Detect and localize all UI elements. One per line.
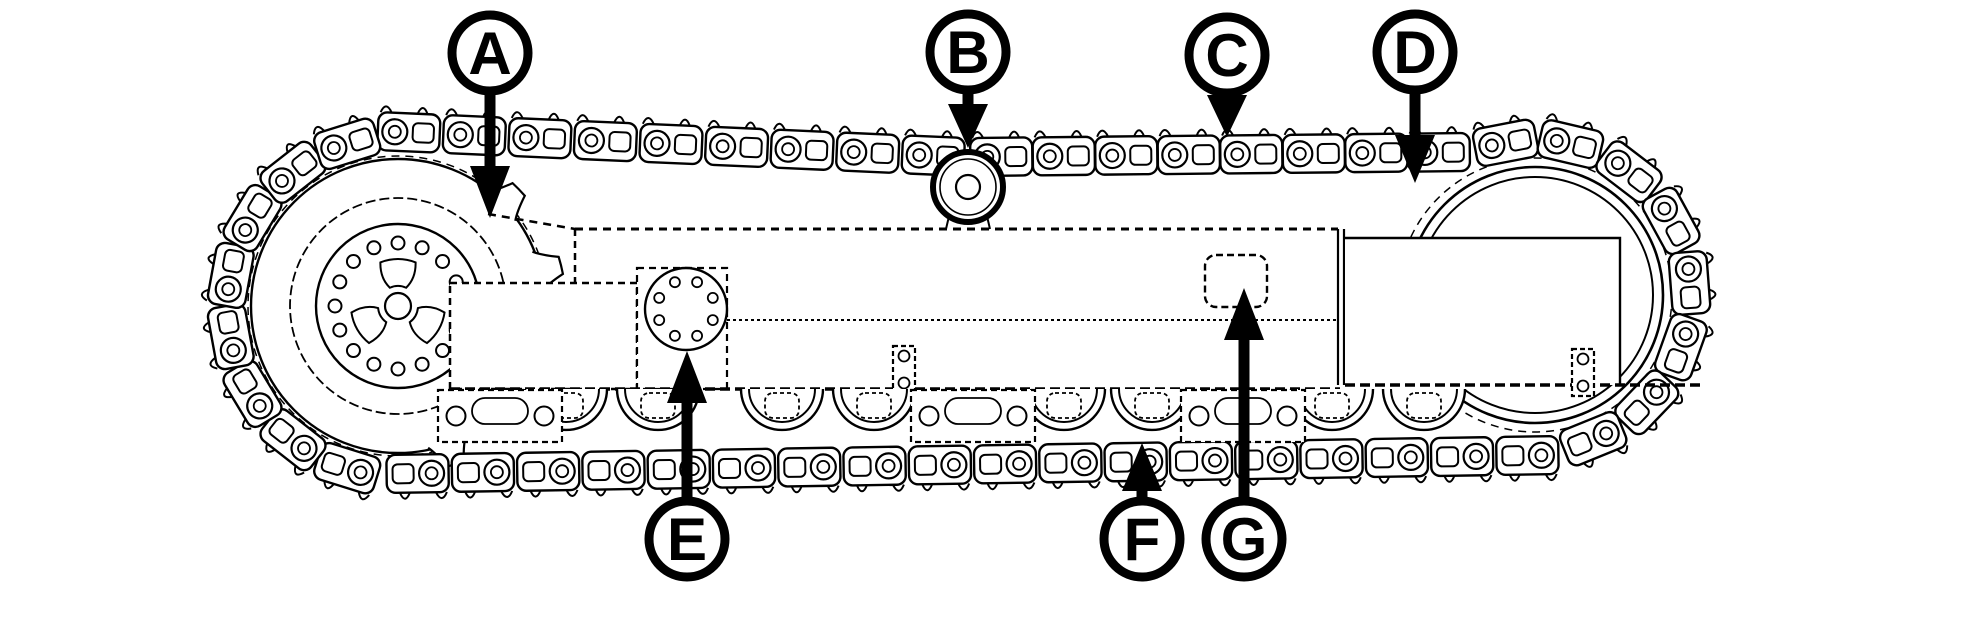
track-link — [1429, 435, 1495, 484]
callout-a: A — [447, 10, 533, 218]
sprocket-hub-cutout — [350, 305, 388, 345]
right-box-border — [1345, 236, 1622, 385]
track-link — [515, 450, 581, 499]
sprocket-bolt-hole — [366, 356, 382, 372]
callout-f: F — [1099, 443, 1185, 582]
sprocket-bolt-hole — [345, 343, 361, 359]
track-link — [842, 445, 908, 493]
track-link — [1031, 129, 1097, 177]
sprocket-hub-cutouts — [350, 258, 446, 345]
callout-e-circle — [644, 496, 730, 582]
frame-bracket — [891, 344, 917, 395]
hub-bolt-circle — [653, 276, 719, 342]
hub-bolt-hole — [669, 276, 681, 289]
track-link — [1093, 128, 1159, 176]
sprocket-bolt-hole — [332, 274, 348, 290]
track-link — [646, 448, 712, 496]
gearcase-box — [448, 281, 639, 391]
frame-divider — [1336, 229, 1346, 385]
roller-mounting-hub — [643, 266, 729, 352]
hub-bolt-hole — [691, 276, 703, 289]
track-link — [1364, 436, 1430, 485]
callout-f-arrow — [1122, 443, 1162, 506]
track-link — [1156, 128, 1222, 176]
track-link — [581, 449, 647, 497]
callout-a-circle — [447, 10, 533, 96]
callout-c-circle — [1184, 12, 1270, 98]
track-link — [1494, 434, 1560, 483]
hub-bolt-hole — [706, 314, 719, 326]
track-link — [776, 446, 842, 494]
track-link — [450, 451, 516, 500]
hub-bolt-hole — [653, 292, 666, 304]
roller-guard-plate — [909, 388, 1037, 444]
sprocket-bolt-hole — [414, 240, 430, 256]
track-link — [1343, 126, 1409, 174]
roller-guard-plate — [436, 388, 564, 444]
sprocket-hub-cutout — [408, 305, 446, 345]
callout-e: E — [644, 351, 730, 582]
track-link — [385, 452, 451, 501]
frame-bracket — [1570, 347, 1596, 398]
sprocket-bolt-hole — [390, 235, 406, 251]
carrier-roller — [930, 149, 1006, 230]
callout-b-label: B — [946, 19, 989, 86]
callout-a-arrow — [470, 86, 510, 218]
callout-e-label: E — [667, 506, 707, 573]
carrier-roller-bore — [954, 173, 982, 201]
callout-d-circle — [1372, 9, 1458, 95]
carrier-roller-face — [939, 158, 997, 216]
track-link — [907, 444, 973, 492]
callout-g-circle — [1201, 496, 1287, 582]
callout-c: C — [1184, 12, 1270, 137]
callout-b-arrow — [948, 85, 988, 148]
callout-e-arrow — [667, 351, 707, 506]
callout-b-circle — [925, 9, 1011, 95]
sprocket-center-bore — [383, 291, 413, 321]
callout-d: D — [1372, 9, 1458, 183]
hub-bolt-hole — [691, 329, 703, 342]
callout-f-label: F — [1124, 506, 1161, 573]
callout-g: G — [1201, 288, 1287, 582]
sprocket-bolt-hole — [390, 361, 406, 377]
sprocket-bolt-hole — [435, 253, 451, 269]
track-link — [1037, 442, 1103, 490]
sprocket-bolt-hole — [345, 253, 361, 269]
sprocket-bolt-hole — [327, 298, 343, 314]
callout-b: B — [925, 9, 1011, 148]
callout-g-arrow — [1224, 288, 1264, 506]
sprocket-bolt-hole — [414, 356, 430, 372]
sprocket-bolt-hole — [332, 322, 348, 338]
track-link — [1281, 127, 1347, 175]
hub-bolt-hole — [669, 329, 681, 342]
hub-bolt-hole — [706, 292, 719, 304]
track-link — [972, 443, 1038, 491]
sprocket-bolt-hole — [366, 240, 382, 256]
sprocket-bolt-hole — [435, 343, 451, 359]
callout-c-arrow — [1207, 88, 1247, 137]
callout-g-label: G — [1221, 506, 1268, 573]
track-link — [1168, 440, 1234, 488]
hub-flange — [643, 266, 729, 352]
track-link — [1218, 127, 1284, 175]
track-link — [1299, 438, 1365, 486]
frame-slant-edge — [487, 212, 576, 231]
track-frame — [448, 212, 1700, 391]
callout-d-label: D — [1393, 19, 1436, 86]
callout-d-arrow — [1395, 85, 1435, 183]
hub-bolt-hole — [653, 314, 666, 326]
callout-f-circle — [1099, 496, 1185, 582]
sprocket-hub-cutout — [379, 258, 417, 289]
track-link — [711, 447, 777, 495]
frame-fitting — [1203, 253, 1269, 309]
callout-c-label: C — [1205, 22, 1248, 89]
callout-a-label: A — [468, 20, 511, 87]
